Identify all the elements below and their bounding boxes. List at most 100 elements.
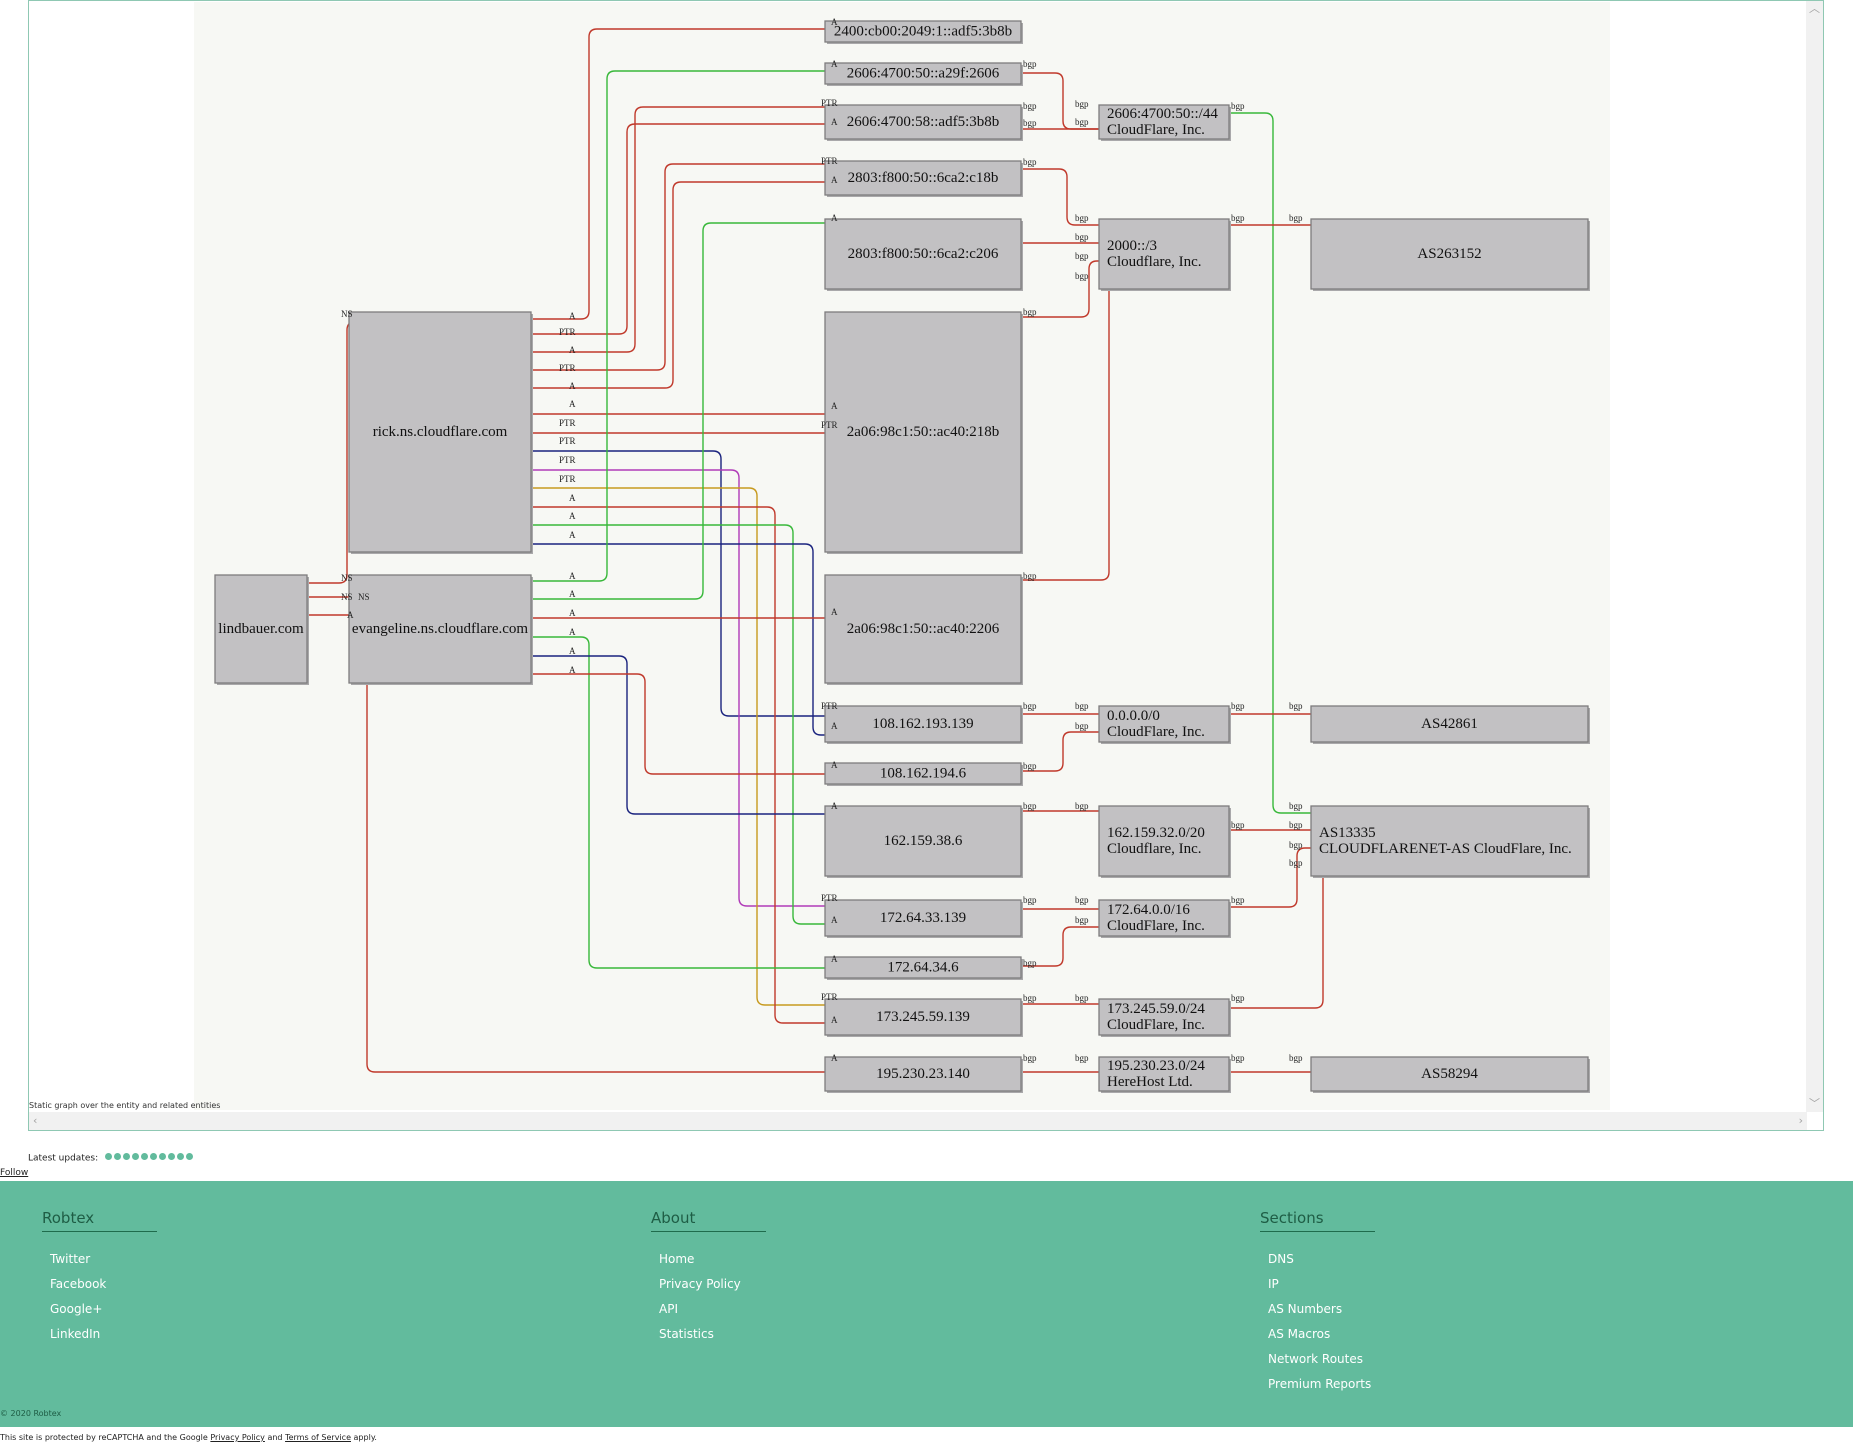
footer-heading: About <box>651 1209 766 1232</box>
update-dot[interactable] <box>131 1153 139 1160</box>
graph-frame[interactable]: lindbauer.com rick.ns.cloudflare.com evang… <box>28 0 1824 1131</box>
graph-node-ip4-6[interactable]: 173.245.59.139 <box>824 998 1023 1037</box>
scroll-down-icon[interactable]: ﹀ <box>1809 1097 1820 1110</box>
update-dot[interactable] <box>185 1153 193 1160</box>
graph-node-as1[interactable]: AS263152 <box>1310 218 1590 291</box>
graph-node-ip4-1[interactable]: 108.162.193.139 <box>824 705 1023 744</box>
graph-node-ip6-7[interactable]: 2a06:98c1:50::ac40:2206 <box>824 574 1023 685</box>
footer-link-home[interactable]: Home <box>659 1252 695 1266</box>
scroll-up-icon[interactable]: ︿ <box>1809 2 1820 15</box>
node-label: Cloudflare, Inc. <box>1107 841 1202 857</box>
edge-label: bgp <box>1289 1053 1303 1063</box>
graph-node-evangeline[interactable]: evangeline.ns.cloudflare.com <box>348 574 533 685</box>
footer-link-twitter[interactable]: Twitter <box>50 1252 91 1266</box>
node-label: 2606:4700:58::adf5:3b8b <box>847 114 1000 130</box>
footer-link-googleplus[interactable]: Google+ <box>50 1302 103 1316</box>
follow-link[interactable]: Follow <box>0 1168 29 1178</box>
edge-label: bgp <box>1023 571 1037 581</box>
graph-node-ip4-5[interactable]: 172.64.34.6 <box>824 956 1023 980</box>
edge-label: bgp <box>1231 820 1245 830</box>
graph-edge <box>1021 168 1099 226</box>
entity-graph: lindbauer.com rick.ns.cloudflare.com evang… <box>214 17 1590 1093</box>
graph-node-as2[interactable]: AS42861 <box>1310 705 1590 744</box>
graph-node-ip4-2[interactable]: 108.162.194.6 <box>824 762 1023 786</box>
graph-node-ip6-3[interactable]: 2606:4700:58::adf5:3b8b <box>824 104 1023 141</box>
graph-node-lindbauer[interactable]: lindbauer.com <box>214 574 309 685</box>
graph-node-ip6-2[interactable]: 2606:4700:50::a29f:2606 <box>824 62 1023 86</box>
edge-label: bgp <box>1289 840 1303 850</box>
recaptcha-and: and <box>267 1433 283 1442</box>
footer-link-privacy-policy[interactable]: Privacy Policy <box>659 1277 741 1291</box>
edge-label: A <box>569 511 576 521</box>
footer-link-api[interactable]: API <box>659 1302 678 1316</box>
footer-link-statistics[interactable]: Statistics <box>659 1327 714 1341</box>
vertical-scrollbar[interactable]: ︿ ﹀ <box>1806 1 1823 1112</box>
graph-edge <box>531 487 825 1006</box>
footer-link-network-routes[interactable]: Network Routes <box>1268 1352 1364 1366</box>
node-label: 2000::/3 <box>1107 238 1157 254</box>
footer-link-as-macros[interactable]: AS Macros <box>1268 1327 1331 1341</box>
edge-label: A <box>831 607 838 617</box>
update-dot[interactable] <box>149 1153 157 1160</box>
graph-node-ip4-4[interactable]: 172.64.33.139 <box>824 899 1023 938</box>
graph-edge <box>531 450 825 717</box>
terms-of-service-link[interactable]: Terms of Service <box>285 1433 351 1442</box>
updates-dots[interactable] <box>104 1153 195 1163</box>
graph-edge <box>531 636 825 969</box>
edge-label: A <box>831 59 838 69</box>
graph-edge <box>531 163 825 371</box>
graph-node-ip4-7[interactable]: 195.230.23.140 <box>824 1056 1023 1093</box>
scroll-left-icon[interactable]: ‹ <box>33 1114 38 1127</box>
node-label: AS13335 <box>1319 825 1376 841</box>
recaptcha-notice: This site is protected by reCAPTCHA and … <box>0 1433 377 1442</box>
graph-edge <box>1229 112 1311 814</box>
edge-label: bgp <box>1289 701 1303 711</box>
footer-link-as-numbers[interactable]: AS Numbers <box>1268 1302 1343 1316</box>
graph-edge <box>307 321 356 584</box>
graph-node-ip6-6[interactable]: 2a06:98c1:50::ac40:218b <box>824 311 1023 554</box>
horizontal-scrollbar[interactable]: ‹ › <box>29 1112 1807 1130</box>
update-dot[interactable] <box>104 1153 112 1160</box>
node-label: HereHost Ltd. <box>1107 1074 1193 1090</box>
update-dot[interactable] <box>167 1153 175 1160</box>
privacy-policy-link[interactable]: Privacy Policy <box>210 1433 265 1442</box>
footer-link-premium-reports[interactable]: Premium Reports <box>1268 1377 1372 1391</box>
footer-link-ip[interactable]: IP <box>1268 1277 1279 1291</box>
edge-label: bgp <box>1023 1053 1037 1063</box>
scroll-right-icon[interactable]: › <box>1798 1114 1803 1127</box>
footer-link-facebook[interactable]: Facebook <box>50 1277 107 1291</box>
edge-label: bgp <box>1075 99 1089 109</box>
node-label: AS42861 <box>1421 716 1478 732</box>
node-label: 2803:f800:50::6ca2:c18b <box>848 170 999 186</box>
update-dot[interactable] <box>122 1153 130 1160</box>
footer-link-linkedin[interactable]: LinkedIn <box>50 1327 101 1341</box>
graph-node-ip4-3[interactable]: 162.159.38.6 <box>824 805 1023 878</box>
update-dot[interactable] <box>140 1153 148 1160</box>
edge-label: bgp <box>1023 993 1037 1003</box>
footer-link-dns[interactable]: DNS <box>1268 1252 1294 1266</box>
node-label: Cloudflare, Inc. <box>1107 254 1202 270</box>
graph-caption: Static graph over the entity and related… <box>29 1101 221 1110</box>
edge-label: A <box>831 213 838 223</box>
edge-label: bgp <box>1023 958 1037 968</box>
graph-node-ip6-4[interactable]: 2803:f800:50::6ca2:c18b <box>824 160 1023 197</box>
edge-label: NS <box>358 592 370 602</box>
update-dot[interactable] <box>113 1153 121 1160</box>
edge-label: A <box>831 17 838 27</box>
update-dot[interactable] <box>158 1153 166 1160</box>
update-dot[interactable] <box>176 1153 184 1160</box>
edge-label: bgp <box>1075 895 1089 905</box>
graph-node-ip6-5[interactable]: 2803:f800:50::6ca2:c206 <box>824 218 1023 291</box>
graph-node-ip6-1[interactable]: 2400:cb00:2049:1::adf5:3b8b <box>824 20 1023 44</box>
graph-node-as4[interactable]: AS58294 <box>1310 1056 1590 1093</box>
edge-label: bgp <box>1289 820 1303 830</box>
graph-node-rick[interactable]: rick.ns.cloudflare.com <box>348 311 533 554</box>
